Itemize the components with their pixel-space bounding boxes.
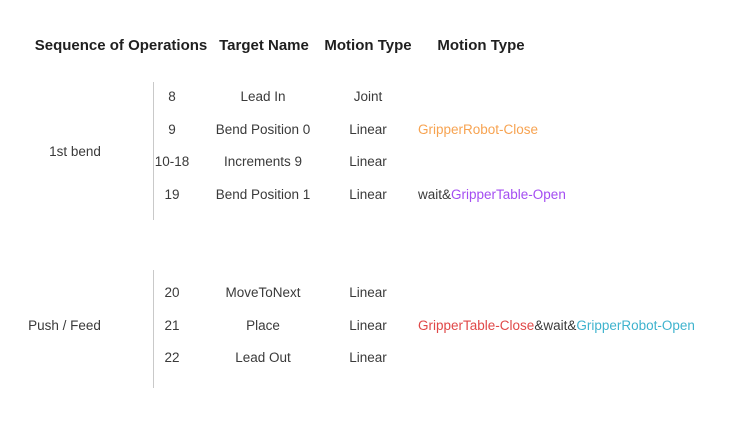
cell-step-number: 10-18 [154, 154, 190, 169]
group-bracket-line [153, 270, 154, 388]
cell-motion-type: Linear [349, 350, 387, 365]
cell-target-name: Increments 9 [223, 154, 303, 169]
cell-target-name: Lead In [240, 89, 286, 104]
column-header-motion-type-2: Motion Type [437, 37, 525, 54]
cell-motion-type: Linear [349, 187, 387, 202]
motion-event-segment: wait& [418, 187, 452, 202]
cell-motion-type: Linear [349, 318, 387, 333]
cell-motion-type: Linear [349, 285, 387, 300]
cell-step-number: 9 [168, 122, 176, 137]
cell-step-number: 19 [164, 187, 180, 202]
cell-motion-event: GripperTable-Close&wait&GripperRobot-Ope… [418, 316, 695, 336]
cell-motion-event: GripperRobot-Close [418, 120, 538, 140]
cell-target-name: Bend Position 1 [215, 187, 311, 202]
cell-target-name: Place [246, 318, 280, 333]
cell-motion-event: wait&GripperTable-Open [418, 185, 566, 205]
cell-target-name: Lead Out [235, 350, 291, 365]
column-header-sequence-of-operations: Sequence of Operations [34, 37, 208, 54]
cell-motion-type: Linear [349, 122, 387, 137]
cell-target-name: Bend Position 0 [215, 122, 311, 137]
cell-step-number: 22 [164, 350, 180, 365]
cell-step-number: 20 [164, 285, 180, 300]
column-header-target-name: Target Name [219, 37, 309, 54]
cell-motion-type: Linear [349, 154, 387, 169]
cell-step-number: 8 [168, 89, 176, 104]
column-header-motion-type: Motion Type [324, 37, 412, 54]
motion-event-segment: GripperTable-Open [451, 187, 566, 202]
motion-event-segment: GripperRobot-Open [576, 318, 695, 333]
cell-motion-type: Joint [353, 89, 383, 104]
motion-event-segment: &wait& [534, 318, 577, 333]
group-bracket-line [153, 82, 154, 220]
cell-target-name: MoveToNext [225, 285, 301, 300]
motion-event-segment: GripperTable-Close [418, 318, 535, 333]
group-label-push-feed: Push / Feed [28, 318, 101, 333]
cell-step-number: 21 [164, 318, 180, 333]
motion-event-segment: GripperRobot-Close [418, 122, 539, 137]
group-label-1st-bend: 1st bend [49, 144, 101, 159]
